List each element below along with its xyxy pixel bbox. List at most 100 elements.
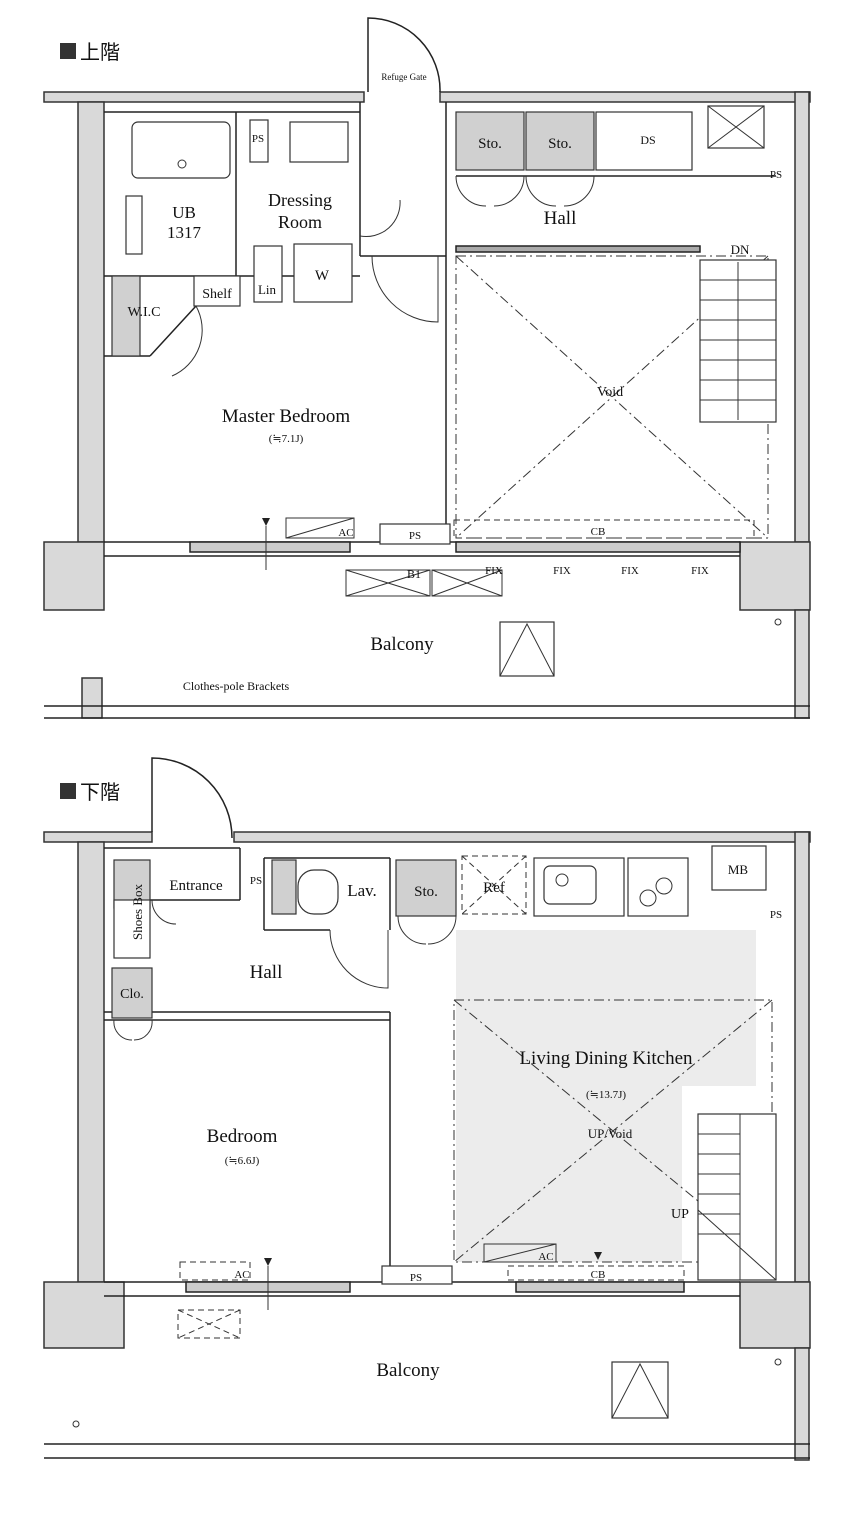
void-label: Void [597, 385, 623, 400]
shelf-label: Shelf [202, 287, 232, 302]
sink [289, 121, 349, 163]
ps-entrance-label: PS [250, 875, 262, 887]
lower-west-wall [77, 841, 105, 1283]
lower-floor-labels: MB PS Entrance Shoes Box Lav. Sto. Ref P… [120, 862, 782, 1381]
master-bedroom-label: Master Bedroom [222, 406, 350, 427]
linen-cabinet [253, 245, 283, 303]
ldk-area-label: (≒13.7J) [586, 1089, 626, 1101]
refuge-gate-door [367, 17, 441, 93]
upper-balcony-label: Balcony [370, 634, 434, 655]
upper-north-wall-left [43, 91, 365, 103]
ac-unit [285, 517, 355, 539]
b1-label: B1 [407, 567, 421, 581]
upper-balcony-east-wall [794, 609, 810, 719]
ac-label: AC [338, 527, 353, 539]
square-bullet-icon [60, 42, 76, 59]
lower-hall-label: Hall [250, 962, 283, 983]
cb-label: CB [591, 526, 606, 538]
ds-label: DS [640, 133, 655, 147]
clothes-pole-label: Clothes-pole Brackets [183, 679, 290, 693]
wic-rail [111, 275, 141, 357]
ps-corner-label: PS [770, 169, 782, 181]
lower-storage-label: Sto. [414, 884, 438, 900]
fix-1-label: FIX [485, 565, 503, 577]
fix-2-label: FIX [553, 565, 571, 577]
cb-bench [453, 519, 755, 539]
upper-floor-title: 上階 [80, 40, 120, 64]
fix-4-label: FIX [691, 565, 709, 577]
lower-east-wall [794, 831, 810, 1283]
storage-1 [455, 111, 525, 171]
ds-shaft [595, 111, 693, 171]
upper-west-wall [77, 101, 105, 543]
entrance-label: Entrance [169, 878, 223, 894]
upper-floor-labels: Refuge Gate PS Sto. Sto. DS PS UB 1317 D… [128, 72, 783, 693]
up-label: UP [671, 1207, 689, 1222]
upper-stairs [699, 259, 777, 423]
ac-unit-ldk [483, 1243, 557, 1263]
upper-balcony-post [81, 677, 103, 719]
ac-bedroom-label: AC [234, 1269, 249, 1281]
lower-ps-corner-label: PS [770, 909, 782, 921]
room-label: Room [278, 212, 322, 232]
wic-diagonal-wall [149, 305, 197, 357]
wic-label: W.I.C [128, 305, 161, 320]
shelf [193, 275, 241, 307]
refuge-gate-label: Refuge Gate [381, 72, 426, 82]
shoes-box [113, 899, 151, 959]
hatch [499, 621, 555, 677]
ub-size-label: 1317 [167, 223, 202, 242]
lower-cb-label: CB [591, 1269, 606, 1281]
toilet [297, 869, 339, 915]
dn-label: DN [731, 242, 750, 257]
bedroom-door [371, 255, 439, 323]
lower-ps-window-label: PS [410, 1272, 422, 1284]
upper-north-wall-right [439, 91, 811, 103]
upper-floor-plan [43, 17, 811, 719]
mb-label: MB [728, 862, 749, 877]
upper-se-column [739, 541, 811, 611]
lower-floor-plan [43, 757, 811, 1461]
square-bullet-icon [60, 782, 76, 799]
shoes-box-label: Shoes Box [130, 884, 145, 940]
lower-storage [395, 859, 457, 917]
upper-sw-column [43, 541, 105, 611]
bedroom-label: Bedroom [207, 1126, 278, 1147]
upper-east-wall [794, 91, 810, 543]
entrance-door [151, 757, 233, 839]
lav-door [329, 929, 389, 989]
bedroom-area-label: (≒6.6J) [225, 1155, 260, 1167]
storage-1-label: Sto. [478, 136, 502, 152]
lav-label: Lav. [347, 881, 377, 900]
up-void-label: UP/Void [588, 1126, 633, 1141]
mb-shaft [711, 845, 767, 891]
closet-label: Clo. [120, 987, 144, 1002]
lin-label: Lin [258, 282, 277, 297]
lower-floor-title: 下階 [80, 780, 120, 804]
ps-bath-label: PS [252, 133, 264, 145]
upper-hall-label: Hall [544, 208, 577, 229]
fridge-space [461, 855, 527, 915]
fix-3-label: FIX [621, 565, 639, 577]
w-label: W [315, 268, 330, 284]
closet [111, 967, 153, 1019]
upper-floor-heading: 上階 [60, 36, 120, 65]
bathtub [131, 121, 231, 179]
ub-label: UB [172, 203, 196, 222]
storage-2-label: Sto. [548, 136, 572, 152]
ac-space-bedroom [179, 1261, 251, 1281]
stove [627, 857, 689, 917]
ps-window-label: PS [409, 530, 421, 542]
storage-2 [525, 111, 595, 171]
master-bedroom-area: (≒7.1J) [269, 433, 304, 445]
lower-balcony-label: Balcony [376, 1360, 440, 1381]
ldk-label: Living Dining Kitchen [519, 1048, 693, 1069]
ref-label: Ref [483, 880, 505, 896]
lower-stairs [697, 1113, 777, 1281]
lower-hatch [611, 1361, 669, 1419]
lower-floor-heading: 下階 [60, 776, 120, 805]
ac-ldk-label: AC [538, 1251, 553, 1263]
washer [293, 243, 353, 303]
dressing-label: Dressing [268, 190, 332, 210]
